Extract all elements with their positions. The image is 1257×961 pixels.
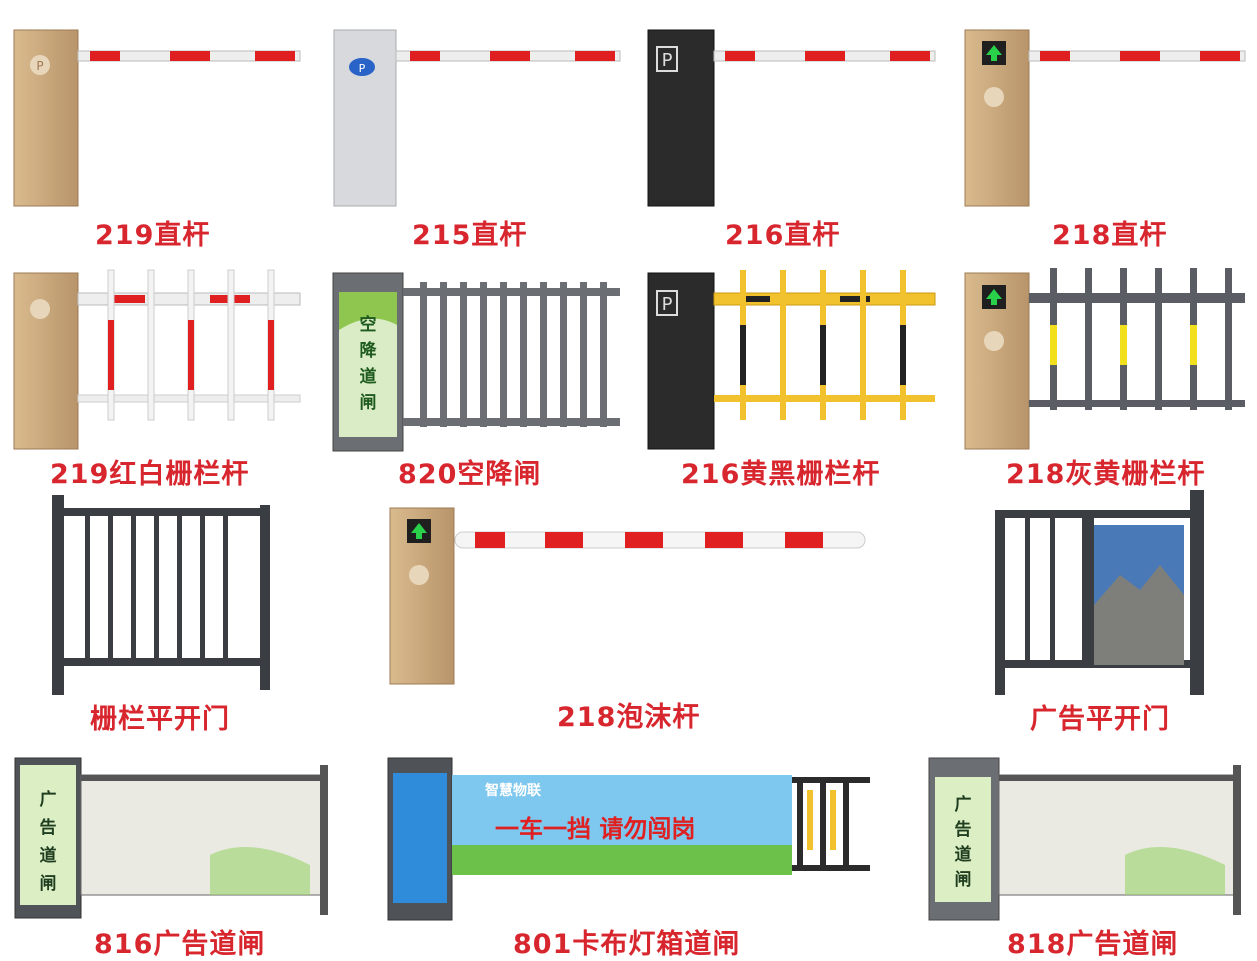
svg-text:闸: 闸: [360, 392, 377, 413]
svg-text:告: 告: [955, 819, 972, 840]
product-801-fabric-lightbox-gate: 智慧物联 一车一挡 请勿闯岗 801卡布灯箱道闸: [385, 755, 885, 960]
svg-text:P: P: [662, 294, 673, 315]
fence-boom-illustration: [13, 269, 301, 450]
product-label: 218灰黄栅栏杆: [1006, 459, 1206, 490]
svg-text:道: 道: [955, 844, 972, 865]
svg-text:广: 广: [40, 789, 57, 810]
product-label: 816广告道闸: [94, 929, 266, 960]
ad-gate-illustration: 广 告 道 闸: [14, 757, 328, 919]
product-label: 219直杆: [95, 220, 211, 251]
svg-text:P: P: [36, 59, 43, 73]
swing-gate-illustration: [52, 495, 270, 695]
straight-boom-illustration: [964, 29, 1246, 207]
product-215-straight-boom: P 215直杆: [330, 25, 630, 251]
svg-text:P: P: [662, 50, 673, 71]
product-218-gray-yellow-fence-boom: 218灰黄栅栏杆: [960, 265, 1250, 490]
straight-boom-illustration: P: [333, 29, 621, 207]
product-label: 218直杆: [1052, 220, 1168, 251]
product-label: 216直杆: [725, 220, 841, 251]
product-label: 栅栏平开门: [90, 704, 230, 735]
product-820-drop-gate: 空 降 道 闸 820空降闸: [330, 270, 630, 490]
svg-text:闸: 闸: [955, 869, 972, 890]
product-fence-swing-gate: 栅栏平开门: [40, 490, 300, 735]
fence-boom-illustration: [964, 268, 1245, 450]
product-ad-swing-gate: 广告平开门: [990, 485, 1250, 735]
product-label: 216黄黑栅栏杆: [681, 459, 881, 490]
product-label: 820空降闸: [398, 459, 542, 490]
product-label: 218泡沫杆: [557, 702, 701, 733]
svg-text:P: P: [359, 62, 366, 75]
ad-gate-illustration: 广 告 道 闸: [928, 757, 1241, 921]
product-219-straight-boom: P 219直杆: [10, 25, 310, 251]
product-216-yellow-black-fence-boom: P 216黄黑栅栏杆: [645, 265, 945, 490]
svg-text:空: 空: [360, 314, 377, 335]
product-label: 215直杆: [412, 220, 528, 251]
straight-boom-illustration: P: [647, 29, 936, 207]
svg-text:道: 道: [360, 366, 377, 387]
product-219-red-white-fence-boom: 219红白栅栏杆: [10, 265, 310, 490]
lightbox-gate-illustration: 智慧物联 一车一挡 请勿闯岗: [387, 757, 870, 921]
product-218-straight-boom: 218直杆: [960, 25, 1250, 251]
product-816-ad-gate: 广 告 道 闸 816广告道闸: [10, 755, 330, 960]
svg-text:道: 道: [40, 845, 57, 866]
product-216-straight-boom: P 216直杆: [645, 25, 945, 251]
svg-text:降: 降: [360, 340, 378, 361]
drop-gate-illustration: 空 降 道 闸: [332, 272, 620, 452]
svg-text:闸: 闸: [40, 873, 57, 894]
product-label: 219红白栅栏杆: [50, 459, 250, 490]
banner-slogan: 一车一挡 请勿闯岗: [495, 815, 695, 843]
fence-boom-illustration: P: [647, 270, 936, 450]
product-818-ad-gate: 广 告 道 闸 818广告道闸: [925, 755, 1250, 960]
product-label: 广告平开门: [1030, 704, 1170, 735]
product-label: 801卡布灯箱道闸: [513, 929, 741, 960]
banner-title: 智慧物联: [484, 782, 542, 799]
svg-text:广: 广: [955, 794, 972, 815]
straight-boom-illustration: P: [13, 29, 301, 207]
foam-boom-illustration: [389, 507, 866, 685]
product-218-foam-boom: 218泡沫杆: [385, 505, 875, 733]
svg-text:告: 告: [40, 817, 57, 838]
product-label: 818广告道闸: [1007, 929, 1179, 960]
swing-gate-illustration: [995, 490, 1204, 695]
